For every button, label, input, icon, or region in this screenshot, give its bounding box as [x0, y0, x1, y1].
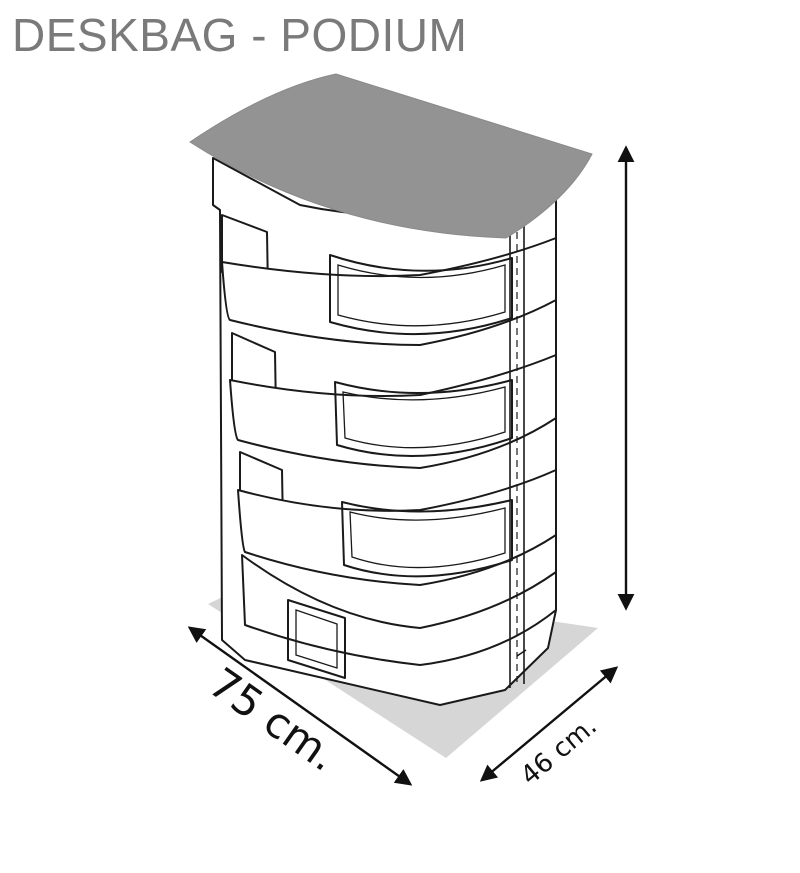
- front-window-3: [341, 499, 513, 578]
- depth-arrow: [479, 666, 619, 782]
- podium-body: [212, 157, 557, 706]
- podium-top: [189, 73, 593, 239]
- front-band-3: [237, 469, 557, 586]
- depth-label: 46 cm.: [515, 711, 603, 791]
- front-window-2: [334, 379, 513, 457]
- front-band-2: [229, 354, 557, 469]
- width-arrow: [187, 626, 413, 786]
- front-window-1: [329, 254, 513, 335]
- page-title: DESKBAG - PODIUM: [12, 9, 468, 61]
